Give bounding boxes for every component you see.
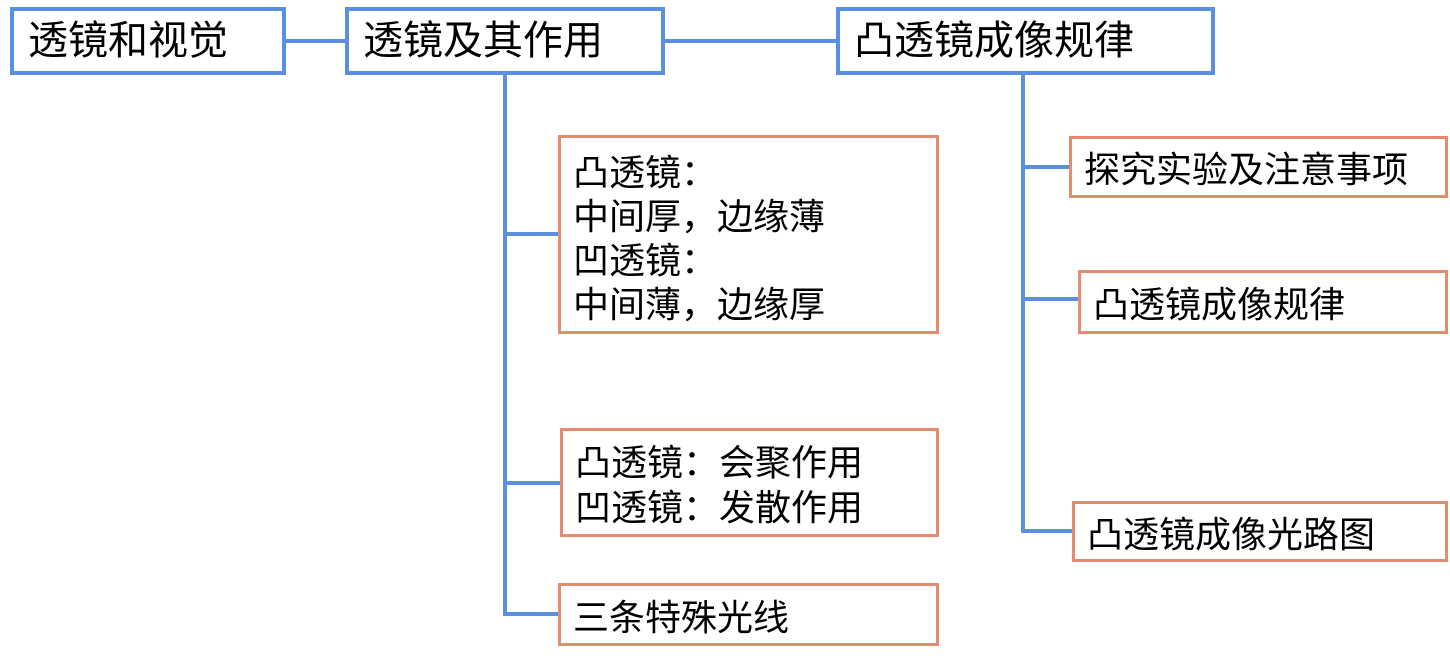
rules-box-connector bbox=[1021, 297, 1079, 301]
root-to-branch1-connector bbox=[286, 39, 346, 43]
lens-shape-line-3: 凹透镜： bbox=[573, 240, 718, 282]
ray-diagram-box-connector bbox=[1021, 529, 1073, 533]
lens-function-box: 凸透镜：会聚作用 凹透镜：发散作用 bbox=[560, 428, 939, 537]
special-rays-box-connector bbox=[503, 612, 559, 616]
lens-shape-line-1: 凸透镜： bbox=[573, 153, 718, 194]
root-node: 透镜和视觉 bbox=[10, 7, 286, 75]
special-rays-box: 三条特殊光线 bbox=[558, 583, 939, 646]
experiment-precautions-label: 探究实验及注意事项 bbox=[1084, 150, 1409, 191]
function-box-connector bbox=[503, 481, 561, 485]
branch-convex-lens-imaging-label: 凸透镜成像规律 bbox=[854, 18, 1134, 64]
branch1-to-branch2-connector bbox=[665, 39, 837, 43]
branch-lens-function-label: 透镜及其作用 bbox=[363, 18, 603, 64]
imaging-ray-diagram-label: 凸透镜成像光路图 bbox=[1087, 515, 1376, 556]
branch-convex-lens-imaging-node: 凸透镜成像规律 bbox=[836, 7, 1215, 75]
shape-box-connector bbox=[503, 232, 559, 236]
imaging-rules-label: 凸透镜成像规律 bbox=[1093, 285, 1346, 326]
lens-shape-line-4: 中间薄，边缘厚 bbox=[573, 284, 826, 326]
experiment-box-connector bbox=[1021, 165, 1070, 169]
imaging-rules-box: 凸透镜成像规律 bbox=[1078, 270, 1448, 334]
lens-shape-line-2: 中间厚，边缘薄 bbox=[573, 196, 826, 238]
lens-function-line-2: 凹透镜：发散作用 bbox=[575, 488, 864, 529]
branch1-vertical-connector bbox=[503, 74, 507, 616]
imaging-ray-diagram-box: 凸透镜成像光路图 bbox=[1072, 501, 1448, 562]
root-node-label: 透镜和视觉 bbox=[28, 18, 228, 64]
branch-lens-function-node: 透镜及其作用 bbox=[345, 7, 665, 75]
lens-function-line-1: 凸透镜：会聚作用 bbox=[575, 443, 864, 484]
special-rays-label: 三条特殊光线 bbox=[573, 598, 790, 639]
branch2-vertical-connector bbox=[1021, 74, 1025, 533]
lens-shape-box: 凸透镜： 中间厚，边缘薄 凹透镜： 中间薄，边缘厚 bbox=[558, 135, 939, 334]
experiment-precautions-box: 探究实验及注意事项 bbox=[1069, 136, 1448, 198]
